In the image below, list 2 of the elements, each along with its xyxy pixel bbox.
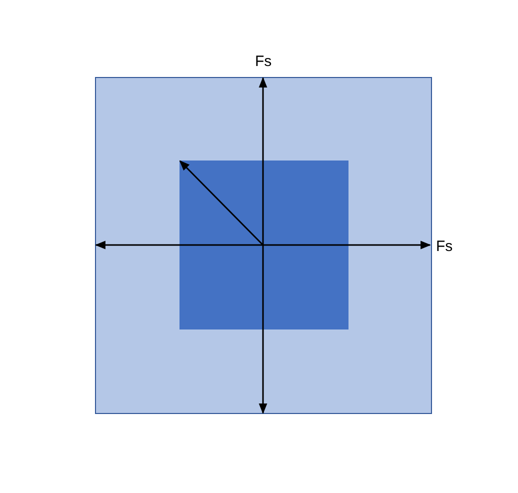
force-label: Fs xyxy=(436,239,453,254)
force-label: Fs xyxy=(255,54,272,69)
